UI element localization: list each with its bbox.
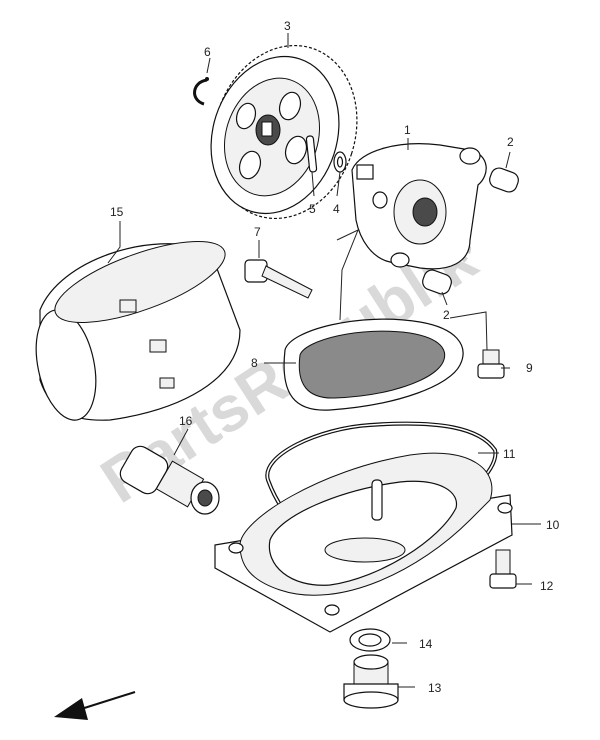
label-part-8: 8 <box>251 356 258 370</box>
label-part-15: 15 <box>110 205 124 219</box>
label-part-5: 5 <box>309 202 316 216</box>
leader-lines <box>107 33 541 688</box>
washer <box>333 151 347 173</box>
bolt-oil-pan <box>489 549 517 589</box>
label-part-10: 10 <box>546 518 560 532</box>
drain-plug-gasket <box>349 628 391 652</box>
label-part-3: 3 <box>284 19 291 33</box>
dowel-pin-lower <box>422 269 452 295</box>
part-labels: 1 2 2 3 4 5 6 7 8 9 10 11 12 13 14 15 16 <box>110 19 560 695</box>
bolt-long <box>244 259 313 299</box>
oil-pump-driven-gear <box>210 44 358 220</box>
pin <box>305 135 318 173</box>
label-part-2-upper: 2 <box>507 135 514 149</box>
label-part-6: 6 <box>204 45 211 59</box>
label-part-11: 11 <box>503 447 516 461</box>
bolt-short-strainer <box>477 349 505 379</box>
circlip <box>193 77 209 106</box>
oil-filter <box>35 241 241 421</box>
label-part-4: 4 <box>333 202 340 216</box>
label-part-16: 16 <box>179 414 193 428</box>
label-part-14: 14 <box>419 637 433 651</box>
label-part-7: 7 <box>254 225 261 239</box>
front-direction-arrow-icon <box>54 691 136 720</box>
oil-pump <box>351 143 487 270</box>
label-part-12: 12 <box>540 579 554 593</box>
oil-strainer <box>283 318 464 411</box>
label-part-9: 9 <box>526 361 533 375</box>
dowel-pin-upper <box>489 167 519 193</box>
label-part-2-lower: 2 <box>443 308 450 322</box>
oil-pan <box>214 452 513 633</box>
drain-plug <box>343 654 399 709</box>
oil-pressure-switch <box>119 445 220 515</box>
label-part-1: 1 <box>404 123 411 137</box>
label-part-13: 13 <box>428 681 442 695</box>
